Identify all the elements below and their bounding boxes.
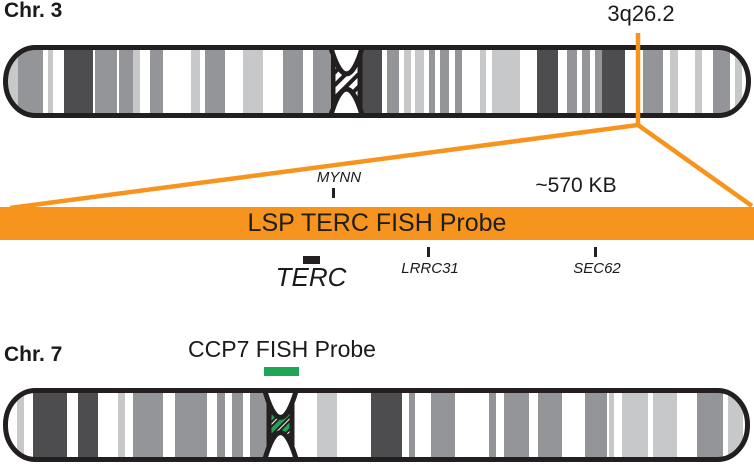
terc-fish-probe-bar: LSP TERC FISH Probe bbox=[0, 207, 754, 240]
chr7-ideogram bbox=[3, 388, 750, 462]
chr7-title: Chr. 7 bbox=[4, 343, 63, 366]
chr3-title: Chr. 3 bbox=[4, 0, 63, 22]
chr3-ideogram bbox=[3, 45, 751, 118]
gene-tick-lrrc31 bbox=[427, 247, 430, 257]
gene-tick-mynn bbox=[332, 188, 335, 198]
gene-label-terc: TERC bbox=[275, 262, 347, 292]
terc-fish-probe-label: LSP TERC FISH Probe bbox=[247, 209, 507, 237]
gene-tick-sec62 bbox=[594, 247, 597, 257]
zoom-right-line bbox=[636, 123, 754, 208]
gene-label-lrrc31: LRRC31 bbox=[401, 260, 459, 277]
ccp7-fish-probe-bar bbox=[264, 367, 299, 376]
gene-label-mynn: MYNN bbox=[316, 169, 362, 186]
ccp7-fish-probe-label: CCP7 FISH Probe bbox=[188, 336, 376, 362]
region-size-label: ~570 KB bbox=[535, 174, 617, 197]
cytoband-3q26-2-label: 3q26.2 bbox=[607, 1, 675, 26]
gene-label-sec62: SEC62 bbox=[573, 260, 621, 277]
gene-mark-terc bbox=[303, 256, 320, 264]
